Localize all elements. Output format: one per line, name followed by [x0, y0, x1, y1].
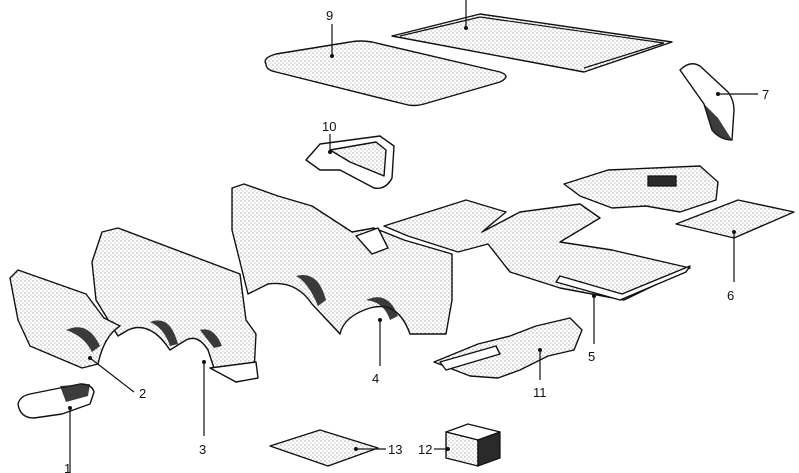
part-13-flat-mat: [269, 429, 379, 467]
callout-1-group: 1: [64, 406, 72, 473]
callout-13-group: 13: [354, 442, 402, 457]
callout-7-group: 7: [716, 87, 769, 102]
callout-7: 7: [762, 87, 769, 102]
callout-2: 2: [139, 386, 146, 401]
callout-2-group: 2: [88, 356, 146, 401]
part-2-side-insulation: [9, 269, 121, 369]
callout-6-group: 6: [727, 230, 736, 303]
callout-6: 6: [727, 288, 734, 303]
callout-4: 4: [372, 371, 379, 386]
callout-3-group: 3: [199, 360, 206, 457]
part-12-foam-block: [445, 423, 501, 467]
part-3-dash-insulation: [91, 227, 259, 383]
callout-11: 11: [533, 385, 547, 400]
callout-10: 10: [322, 119, 336, 134]
part-9-roof-panel: [264, 40, 507, 107]
callout-5-group: 5: [588, 294, 596, 364]
part-5-floor-carpet: [383, 199, 691, 301]
callout-4-group: 4: [372, 318, 382, 386]
part-10-tunnel-bracket: [305, 135, 395, 189]
callout-12: 12: [418, 442, 432, 457]
callout-3: 3: [199, 442, 206, 457]
callout-5: 5: [588, 349, 595, 364]
part-4-bulkhead-insulation: [231, 183, 453, 335]
part-6-rear-floor-mat: [563, 165, 795, 239]
callout-11-group: 11: [533, 348, 547, 400]
callout-8-group: [464, 0, 468, 30]
callout-12-group: 12: [418, 442, 450, 457]
callout-1: 1: [64, 461, 71, 473]
part-8-roof-lining: [391, 13, 673, 73]
part-7-pillar-trim: [679, 63, 735, 141]
callout-10-group: 10: [322, 119, 336, 154]
callout-9-group: 9: [326, 8, 334, 58]
callout-9: 9: [326, 8, 333, 23]
callout-13: 13: [388, 442, 402, 457]
part-11-tunnel-insulation: [433, 317, 583, 379]
part-1-trim-piece: [17, 383, 95, 419]
